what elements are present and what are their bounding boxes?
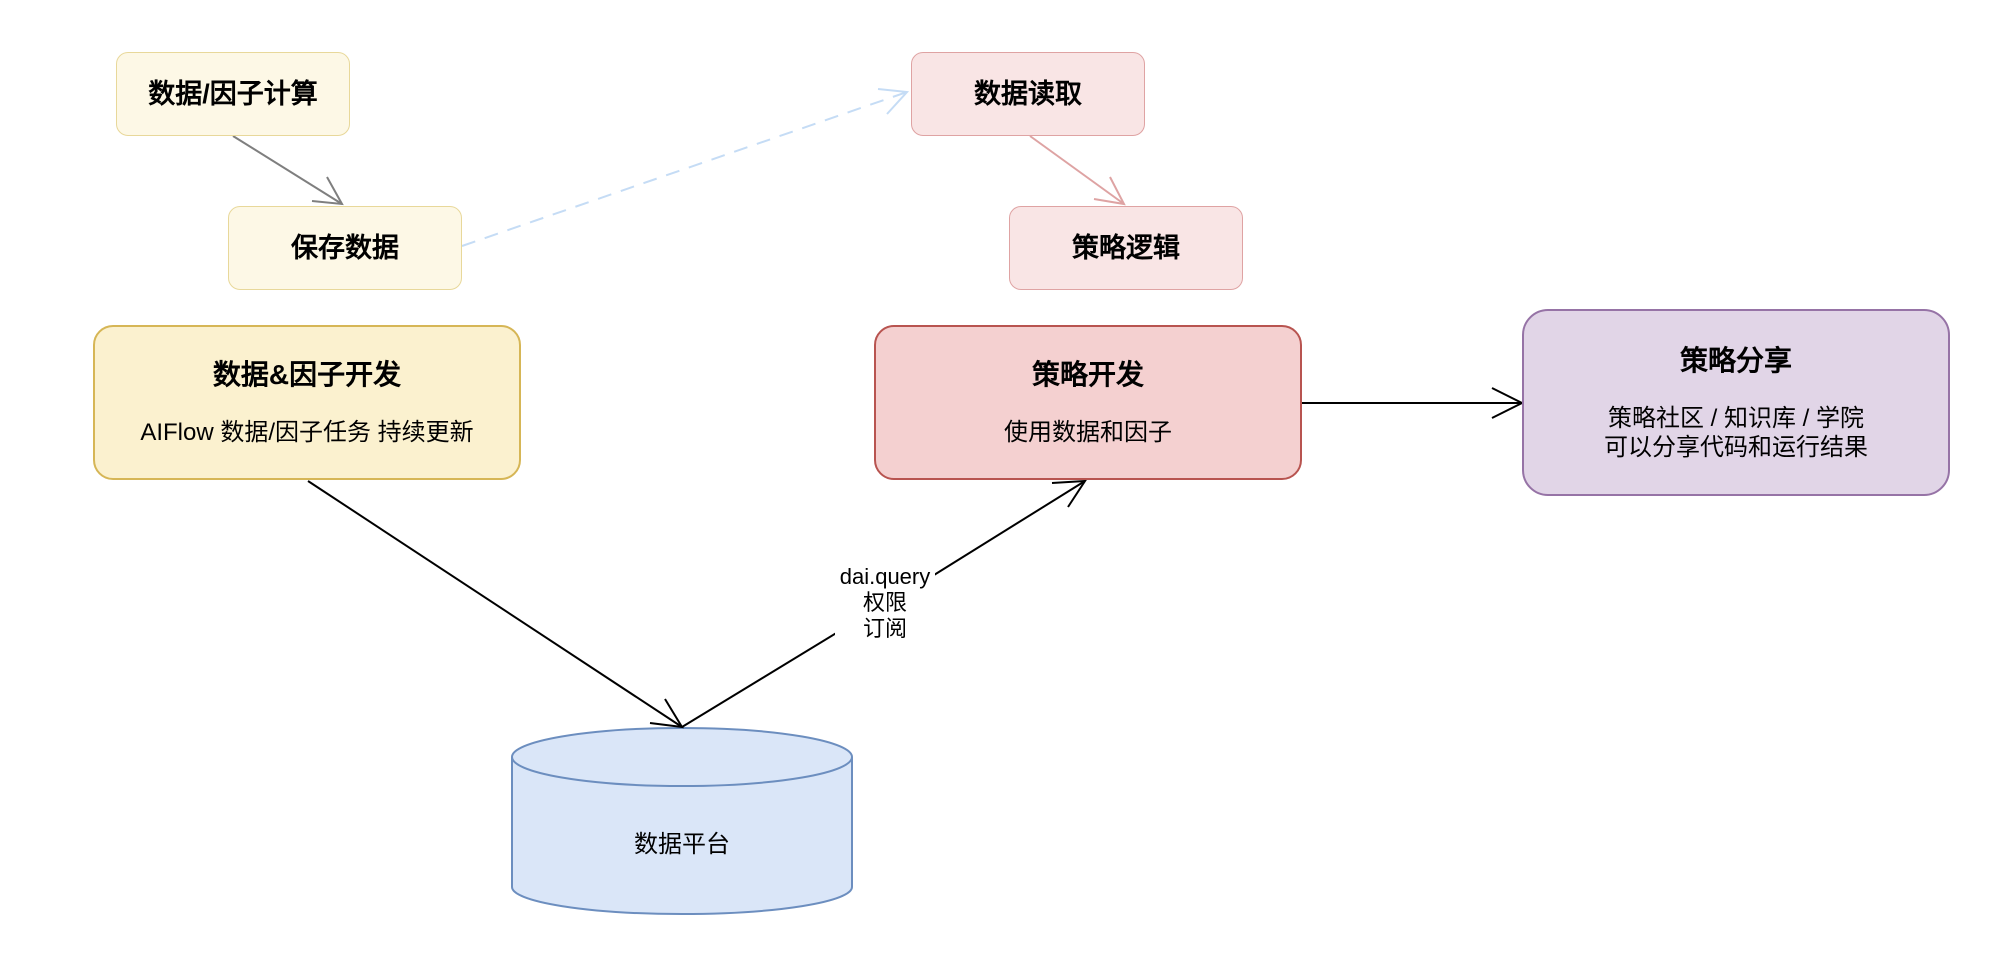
- data-platform-cylinder[interactable]: [511, 727, 853, 915]
- edge-datadev-to-platform: [307, 480, 684, 729]
- node-strategy-dev-title: 策略开发: [1031, 359, 1144, 390]
- node-strategy-logic[interactable]: 策略逻辑: [1009, 206, 1243, 290]
- node-strategy-share[interactable]: 策略分享 策略社区 / 知识库 / 学院 可以分享代码和运行结果: [1522, 309, 1950, 496]
- data-platform-label: 数据平台: [634, 831, 730, 858]
- node-data-read-title: 数据读取: [974, 79, 1082, 109]
- edge-calc-to-save: [232, 135, 344, 206]
- node-data-factor-calc-title: 数据/因子计算: [148, 79, 318, 109]
- node-strategy-dev[interactable]: 策略开发 使用数据和因子: [874, 325, 1302, 480]
- edge-label-line1: dai.query: [839, 564, 931, 589]
- edge-label-line2: 权限: [862, 590, 907, 615]
- node-strategy-share-title: 策略分享: [1679, 344, 1792, 376]
- node-data-factor-dev-title: 数据&因子开发: [212, 359, 402, 390]
- edge-platform-to-strategy: [681, 479, 1087, 728]
- node-data-read[interactable]: 数据读取: [911, 52, 1145, 136]
- node-data-factor-calc[interactable]: 数据/因子计算: [116, 52, 350, 136]
- edge-label-line3: 订阅: [862, 616, 907, 641]
- node-data-factor-dev[interactable]: 数据&因子开发 AIFlow 数据/因子任务 持续更新: [93, 325, 521, 480]
- node-save-data-title: 保存数据: [291, 233, 399, 263]
- edge-read-to-logic: [1029, 135, 1126, 206]
- edge-label: dai.query 权限 订阅: [835, 564, 935, 642]
- node-strategy-logic-title: 策略逻辑: [1072, 233, 1180, 263]
- edge-strategy-to-share: [1302, 387, 1525, 419]
- node-strategy-dev-body: 使用数据和因子: [1004, 419, 1172, 446]
- node-data-factor-dev-body: AIFlow 数据/因子任务 持续更新: [140, 419, 474, 446]
- node-save-data[interactable]: 保存数据: [228, 206, 462, 290]
- edge-save-to-read: [461, 88, 910, 247]
- node-strategy-share-body: 策略社区 / 知识库 / 学院 可以分享代码和运行结果: [1604, 404, 1868, 461]
